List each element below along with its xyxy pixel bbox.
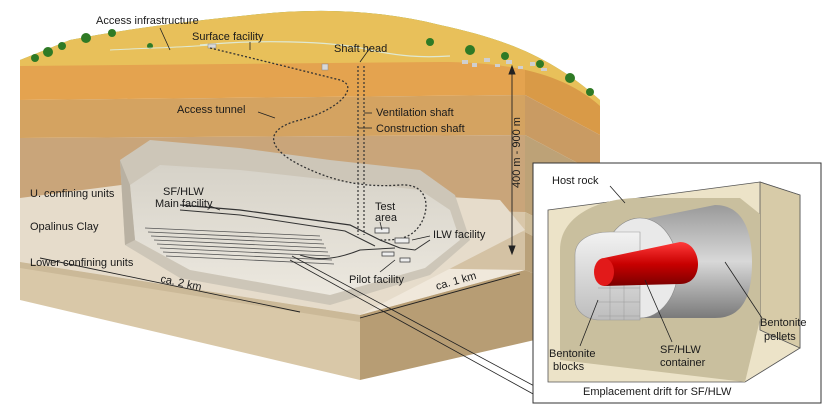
label-surface-facility: Surface facility <box>192 31 264 43</box>
label-construction-shaft: Construction shaft <box>376 123 465 135</box>
label-shaft-head: Shaft head <box>334 43 387 55</box>
grass-surface <box>20 10 600 107</box>
label-bentonite-blocks-1: Bentonite <box>549 348 595 360</box>
layer-middle <box>20 95 525 138</box>
sf-hlw-container <box>604 242 698 286</box>
label-host-rock: Host rock <box>552 175 599 187</box>
label-inset-caption: Emplacement drift for SF/HLW <box>583 386 732 398</box>
dimension-lines <box>39 64 521 319</box>
label-bentonite-pellets-1: Bentonite <box>760 317 806 329</box>
label-sf-hlw: SF/HLW <box>163 186 204 198</box>
label-pilot-facility: Pilot facility <box>349 274 405 286</box>
label-main-facility: Main facility <box>155 198 213 210</box>
label-bentonite-blocks-2: blocks <box>553 361 585 373</box>
label-u-confining-units: U. confining units <box>30 188 115 200</box>
emplacement-drifts <box>144 227 335 265</box>
label-container-1: SF/HLW <box>660 344 701 356</box>
layer-upper <box>20 58 525 100</box>
label-opalinus-clay: Opalinus Clay <box>30 221 99 233</box>
label-area: area <box>375 212 398 224</box>
topsoil <box>20 10 600 107</box>
label-access-infrastructure: Access infrastructure <box>96 15 199 27</box>
label-lower-confining-units: Lower confining units <box>30 257 134 269</box>
label-depth: 400 m - 900 m <box>511 117 523 188</box>
cavity <box>120 140 470 305</box>
label-ilw-facility: ILW facility <box>433 229 486 241</box>
tunnels <box>179 47 431 260</box>
inset-emplacement-drift: Host rock Bentonite pellets SF/HLW conta… <box>532 162 822 404</box>
label-access-tunnel: Access tunnel <box>177 104 245 116</box>
label-test: Test <box>375 201 395 213</box>
label-container-2: container <box>660 357 706 369</box>
leader-lines <box>159 27 539 396</box>
facility-structures <box>374 227 411 263</box>
label-ventilation-shaft: Ventilation shaft <box>376 107 454 119</box>
label-bentonite-pellets-2: pellets <box>764 331 796 343</box>
